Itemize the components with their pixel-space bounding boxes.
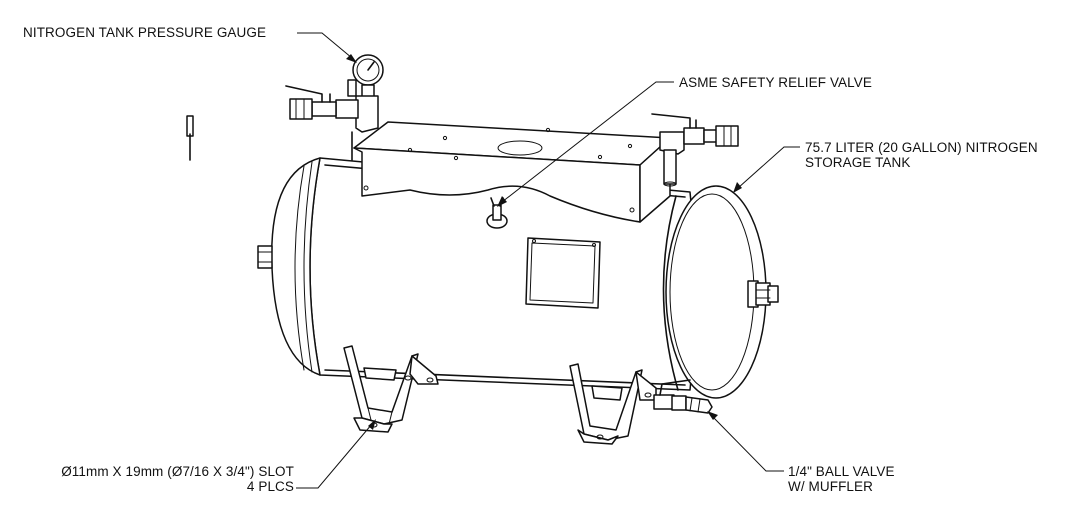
- label-storage-tank-line2: STORAGE TANK: [805, 155, 911, 170]
- label-slot: Ø11mm X 19mm (Ø7/16 X 3/4") SLOT 4 PLCS: [20, 464, 294, 494]
- top-mounting-plate: [353, 121, 671, 223]
- right-end-fitting: [747, 280, 779, 308]
- right-valve-assembly: [651, 113, 739, 187]
- label-storage-tank: 75.7 LITER (20 GALLON) NITROGEN STORAGE …: [805, 140, 1038, 170]
- access-plate: [525, 237, 601, 309]
- label-pressure-gauge-text: NITROGEN TANK PRESSURE GAUGE: [23, 25, 267, 40]
- label-slot-line2: 4 PLCS: [246, 479, 294, 494]
- gauge-valve-assembly: [186, 54, 384, 161]
- bottom-ball-valve: [653, 379, 713, 414]
- saddle-foot-right: [569, 363, 657, 445]
- leader-slot: [296, 419, 376, 489]
- left-end-fitting: [257, 245, 273, 269]
- label-storage-tank-line1: 75.7 LITER (20 GALLON) NITROGEN: [805, 140, 1038, 155]
- leader-safety-valve: [497, 81, 674, 207]
- tank-left-head: [270, 157, 321, 376]
- label-safety-valve-text: ASME SAFETY RELIEF VALVE: [679, 75, 872, 90]
- label-ball-valve-line2: W/ MUFFLER: [788, 479, 873, 494]
- label-ball-valve-line1: 1/4" BALL VALVE: [788, 464, 895, 479]
- label-safety-valve: ASME SAFETY RELIEF VALVE: [679, 75, 872, 90]
- label-slot-line1: Ø11mm X 19mm (Ø7/16 X 3/4") SLOT: [61, 464, 294, 479]
- saddle-foot-left: [343, 345, 439, 433]
- leader-pressure-gauge: [297, 32, 357, 63]
- tank-right-head: [662, 185, 767, 399]
- leader-ball-valve: [707, 411, 784, 472]
- label-pressure-gauge: NITROGEN TANK PRESSURE GAUGE: [23, 25, 266, 40]
- label-ball-valve: 1/4" BALL VALVE W/ MUFFLER: [788, 464, 895, 494]
- leader-storage-tank: [733, 146, 800, 193]
